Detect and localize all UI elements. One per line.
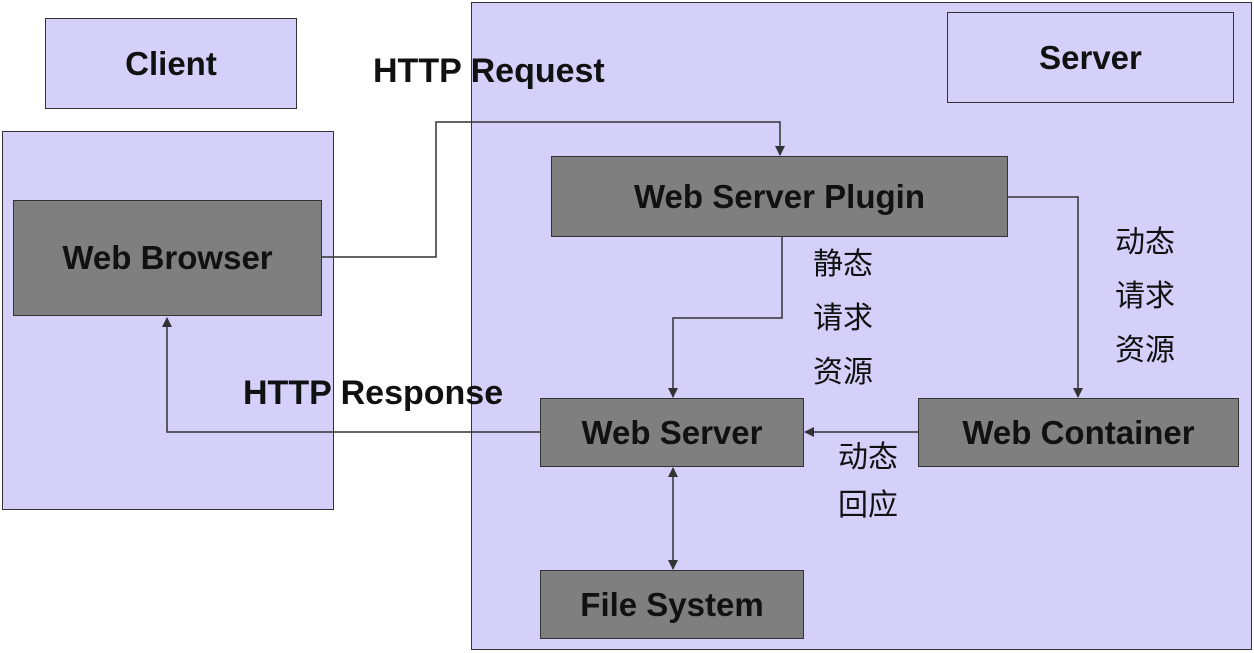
dynamic-request-label: 动态 请求 资源 <box>1115 216 1175 378</box>
static-request-line: 资源 <box>813 355 873 390</box>
static-request-connector <box>668 237 783 398</box>
http-response-label: HTTP Response <box>243 374 504 412</box>
server-title: Server <box>947 12 1234 103</box>
server-region <box>471 2 1252 650</box>
web-server-plugin-node: Web Server Plugin <box>551 156 1008 237</box>
dynamic-request-line: 动态 <box>1115 225 1175 260</box>
web-browser-node: Web Browser <box>13 200 322 316</box>
static-request-line: 请求 <box>813 301 873 336</box>
web-browser-label: Web Browser <box>62 239 273 276</box>
dynamic-response-line: 回应 <box>838 488 898 523</box>
web-server-plugin-label: Web Server Plugin <box>634 177 925 215</box>
static-request-line: 静态 <box>813 247 873 282</box>
web-container-node: Web Container <box>918 398 1239 467</box>
dynamic-request-line: 资源 <box>1115 333 1175 368</box>
http-request-connector <box>322 121 785 258</box>
web-server-label: Web Server <box>581 413 763 451</box>
server-title-text: Server <box>1039 38 1142 76</box>
client-title: Client <box>45 18 297 109</box>
dynamic-request-line: 请求 <box>1115 279 1175 314</box>
http-response-connector <box>162 317 540 433</box>
file-system-label: File System <box>580 585 764 623</box>
static-request-label: 静态 请求 资源 <box>813 238 873 400</box>
dynamic-request-connector <box>1008 196 1083 398</box>
dynamic-response-label: 动态 回应 <box>838 434 898 530</box>
file-system-node: File System <box>540 570 804 639</box>
web-server-node: Web Server <box>540 398 804 467</box>
client-title-text: Client <box>125 44 217 82</box>
dynamic-response-line: 动态 <box>838 440 898 475</box>
web-container-label: Web Container <box>962 413 1195 451</box>
http-request-label: HTTP Request <box>373 52 605 90</box>
